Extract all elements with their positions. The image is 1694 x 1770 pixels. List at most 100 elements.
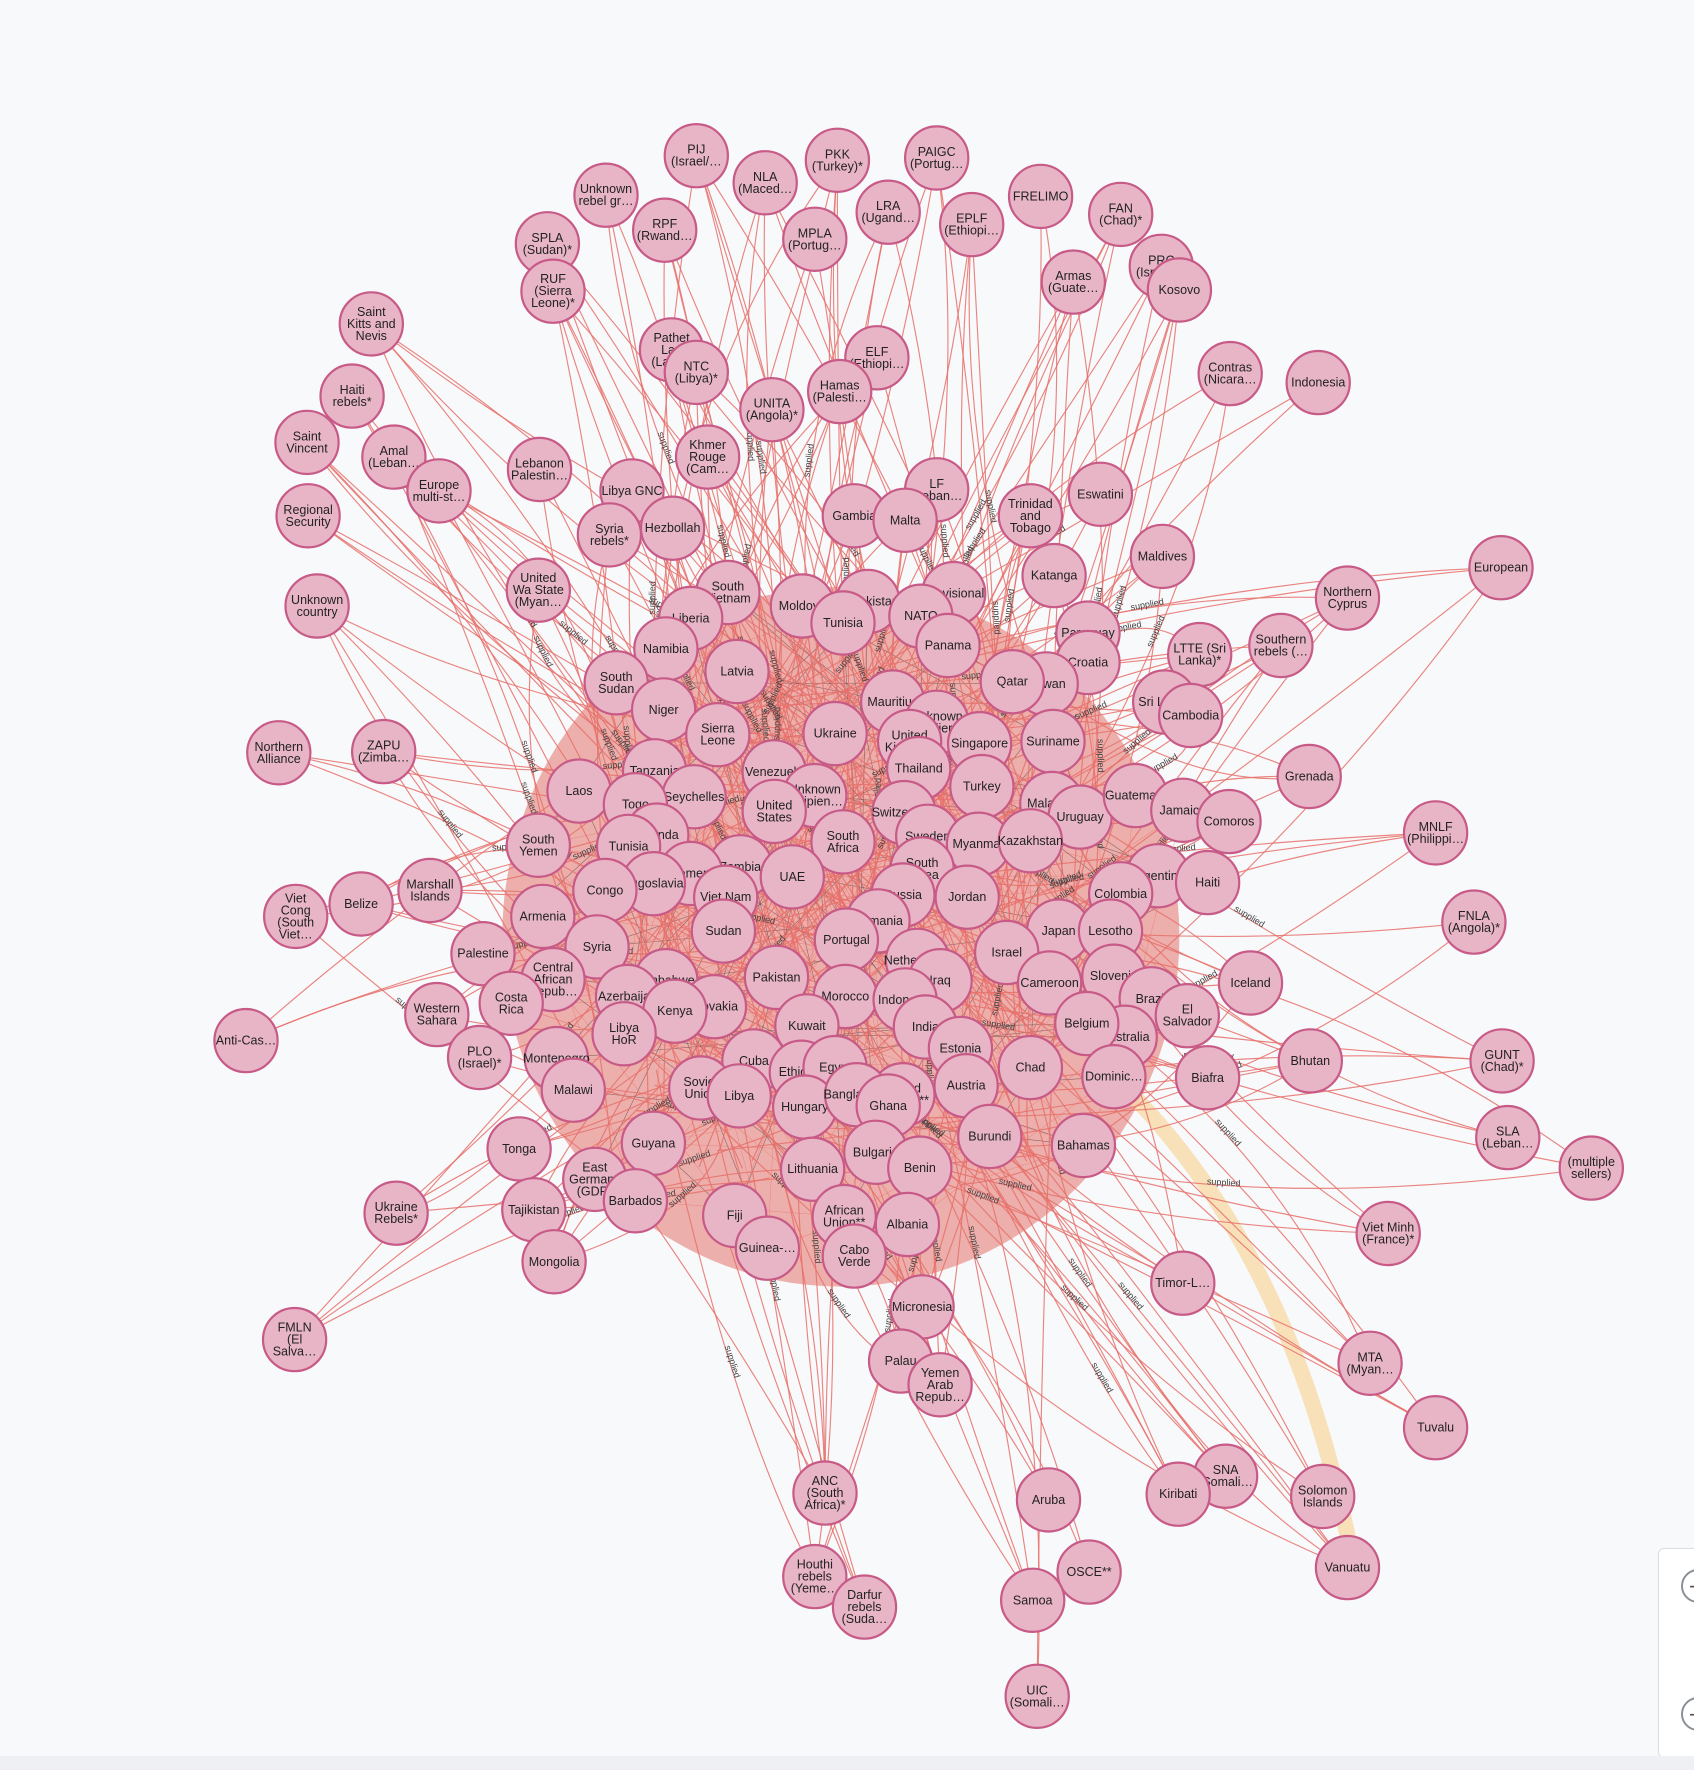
graph-node[interactable]: Kiribati bbox=[1145, 1461, 1211, 1527]
node-circle[interactable] bbox=[1469, 1028, 1535, 1094]
node-circle[interactable] bbox=[1402, 1394, 1469, 1461]
graph-node[interactable]: FRELIMO bbox=[1007, 163, 1074, 230]
graph-node[interactable]: OSCE** bbox=[1056, 1539, 1122, 1605]
node-circle[interactable] bbox=[284, 573, 350, 639]
node-circle[interactable] bbox=[510, 883, 576, 950]
graph-node[interactable]: UNITA(Angola)* bbox=[739, 377, 805, 443]
graph-node[interactable]: Suriname bbox=[1020, 708, 1086, 775]
node-circle[interactable] bbox=[506, 436, 573, 503]
graph-node[interactable]: PIJ(Israel/… bbox=[663, 122, 729, 189]
graph-node[interactable]: Hamas(Palesti… bbox=[807, 358, 873, 425]
node-circle[interactable] bbox=[261, 1306, 328, 1373]
node-circle[interactable] bbox=[1050, 1112, 1117, 1179]
node-circle[interactable] bbox=[1277, 1028, 1344, 1094]
node-circle[interactable] bbox=[663, 122, 729, 189]
node-circle[interactable] bbox=[450, 921, 516, 987]
graph-node[interactable]: Armenia bbox=[510, 883, 576, 950]
node-circle[interactable] bbox=[632, 197, 698, 263]
node-circle[interactable] bbox=[540, 1057, 606, 1123]
graph-node[interactable]: Timor-L… bbox=[1150, 1250, 1216, 1316]
graph-node[interactable]: Panama bbox=[915, 612, 981, 679]
graph-node[interactable]: Tonga bbox=[486, 1116, 552, 1182]
node-circle[interactable] bbox=[1016, 950, 1083, 1016]
node-circle[interactable] bbox=[573, 162, 639, 228]
node-circle[interactable] bbox=[957, 1103, 1023, 1170]
node-circle[interactable] bbox=[576, 502, 643, 568]
node-circle[interactable] bbox=[810, 590, 876, 656]
graph-node[interactable]: Sudan bbox=[690, 898, 757, 964]
node-circle[interactable] bbox=[1021, 542, 1087, 609]
node-circle[interactable] bbox=[792, 1460, 858, 1526]
node-circle[interactable] bbox=[741, 778, 807, 845]
graph-node[interactable]: Comoros bbox=[1196, 788, 1262, 855]
graph-node[interactable]: Hezbollah bbox=[639, 495, 706, 561]
node-circle[interactable] bbox=[779, 1136, 846, 1202]
node-circle[interactable] bbox=[759, 844, 825, 910]
node-circle[interactable] bbox=[782, 1543, 848, 1610]
node-circle[interactable] bbox=[810, 809, 876, 875]
node-circle[interactable] bbox=[1054, 990, 1120, 1057]
node-circle[interactable] bbox=[872, 487, 938, 553]
node-circle[interactable] bbox=[704, 638, 770, 705]
node-circle[interactable] bbox=[1468, 535, 1534, 601]
graph-node[interactable]: Indonesia bbox=[1285, 349, 1351, 416]
node-circle[interactable] bbox=[802, 700, 868, 767]
node-circle[interactable] bbox=[591, 1001, 657, 1067]
node-circle[interactable] bbox=[1196, 788, 1262, 855]
graph-nodes[interactable]: PIJ(Israel/…NLA(Maced…PKK(Turkey)*PAIGC(… bbox=[213, 122, 1625, 1730]
node-circle[interactable] bbox=[939, 191, 1005, 258]
graph-node[interactable]: Latvia bbox=[704, 638, 770, 705]
node-circle[interactable] bbox=[949, 753, 1015, 820]
node-circle[interactable] bbox=[1314, 565, 1381, 631]
graph-node[interactable]: UAE bbox=[759, 844, 825, 910]
graph-node[interactable]: RPF(Rwand… bbox=[632, 197, 698, 263]
graph-node[interactable]: Ukraine bbox=[802, 700, 868, 767]
node-circle[interactable] bbox=[363, 1180, 429, 1246]
node-circle[interactable] bbox=[1154, 983, 1221, 1049]
node-circle[interactable] bbox=[999, 1567, 1066, 1634]
node-circle[interactable] bbox=[1145, 1461, 1211, 1527]
node-circle[interactable] bbox=[782, 206, 848, 273]
graph-node[interactable]: Iceland bbox=[1217, 950, 1284, 1016]
graph-node[interactable]: Tunisia bbox=[810, 590, 876, 656]
node-circle[interactable] bbox=[887, 1135, 953, 1201]
node-circle[interactable] bbox=[804, 127, 871, 194]
node-circle[interactable] bbox=[246, 720, 312, 786]
node-circle[interactable] bbox=[404, 981, 470, 1048]
graph-node[interactable]: European bbox=[1468, 535, 1534, 601]
node-circle[interactable] bbox=[620, 1110, 687, 1177]
node-circle[interactable] bbox=[213, 1007, 279, 1074]
node-circle[interactable] bbox=[521, 1229, 587, 1295]
node-circle[interactable] bbox=[674, 424, 741, 490]
node-circle[interactable] bbox=[934, 864, 1000, 930]
graph-node[interactable]: Biafra bbox=[1174, 1045, 1241, 1111]
graph-node[interactable]: Benin bbox=[887, 1135, 953, 1201]
graph-node[interactable]: Belize bbox=[328, 871, 394, 937]
node-circle[interactable] bbox=[1056, 1539, 1122, 1605]
node-circle[interactable] bbox=[1314, 1534, 1381, 1601]
node-circle[interactable] bbox=[1174, 849, 1241, 916]
graph-node[interactable]: Chad bbox=[997, 1034, 1064, 1101]
node-circle[interactable] bbox=[639, 495, 706, 561]
graph-node[interactable]: Bhutan bbox=[1277, 1028, 1344, 1094]
graph-node[interactable]: Eswatini bbox=[1067, 461, 1134, 527]
graph-node[interactable]: MPLA(Portug… bbox=[782, 206, 848, 273]
node-circle[interactable] bbox=[1129, 523, 1196, 590]
node-circle[interactable] bbox=[397, 857, 463, 924]
